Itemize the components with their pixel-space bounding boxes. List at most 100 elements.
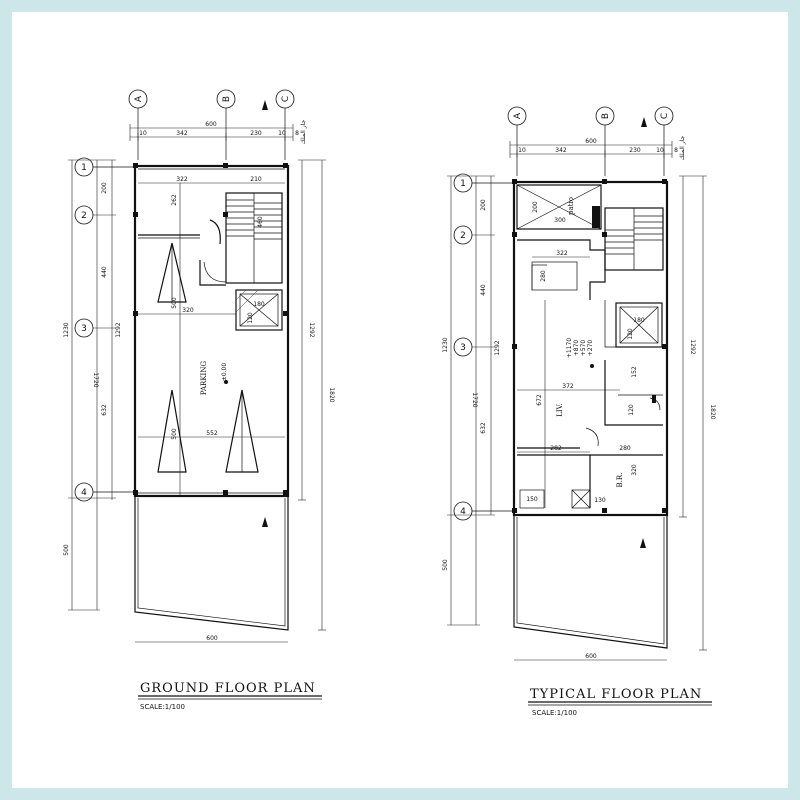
typical-left-dim: 200 <box>480 199 487 211</box>
ground-parking-car-2 <box>157 389 187 473</box>
ground-left-dim: 1720 <box>92 372 99 387</box>
ground-north-arrow-icon <box>262 100 268 110</box>
typical-levels: +1170 +870 +570 +270 <box>566 338 594 368</box>
ground-front-setback: 600 <box>134 496 289 643</box>
typical-room-dim: 280 <box>540 270 547 282</box>
typical-level-marker-icon <box>590 364 594 368</box>
typical-grid-row-2-label: 2 <box>460 231 466 241</box>
ground-stair: 460 <box>138 192 283 286</box>
typical-left-dim: 1292 <box>494 340 501 355</box>
typical-north-arrow-icon <box>641 117 647 127</box>
ground-right-dim: 1820 <box>328 387 335 402</box>
ground-grid-col-a-label: A <box>134 95 144 102</box>
typical-elevator: 180 120 <box>604 300 663 348</box>
typical-top-dim: 342 <box>555 147 567 154</box>
ground-building-outline: 322 210 262 500 500 552 320 <box>133 163 290 498</box>
ground-level-marker-icon <box>224 380 228 384</box>
ground-plan-scale: SCALE:1/100 <box>140 703 185 711</box>
typical-top-total: 600 <box>585 138 597 145</box>
ground-grid-row-3-label: 3 <box>81 324 87 334</box>
typical-room-dim: 322 <box>556 250 568 257</box>
typical-level-label: +1170 <box>566 338 573 358</box>
typical-neighbor-label: جار الملك <box>679 136 686 161</box>
typical-br-label: B.R. <box>616 473 624 488</box>
typical-room-dim: 152 <box>631 366 638 378</box>
ground-top-dim: 8 <box>295 130 299 137</box>
ground-left-dimensions: 200 440 1292 632 1720 1230 500 <box>63 159 135 611</box>
ground-left-dim: 440 <box>101 266 108 278</box>
typical-grid-row-3: 3 <box>453 337 473 357</box>
typical-right-dimensions: 1292 1820 <box>679 175 716 651</box>
typical-left-outer-dim: 1230 <box>442 337 449 352</box>
typical-bedroom: 282 280 B.R. 320 150 130 <box>517 445 663 509</box>
typical-room-dim: 120 <box>628 404 635 416</box>
ground-top-dim: 10 <box>278 130 286 137</box>
ground-room-dim: 500 <box>171 297 178 309</box>
typical-grid-row-4: 4 <box>453 501 473 521</box>
ground-grid-row-4-label: 4 <box>81 488 87 498</box>
ground-grid-col-c: C <box>275 89 295 160</box>
ground-grid-col-b-label: B <box>222 96 232 102</box>
typical-top-dim: 10 <box>656 147 664 154</box>
typical-grid-col-a-label: A <box>513 112 523 119</box>
ground-left-outer-dim: 1230 <box>63 322 70 337</box>
typical-grid-col-c: C <box>654 106 674 176</box>
ground-top-dim: 230 <box>250 130 262 137</box>
typical-room-dim: 200 <box>532 201 539 213</box>
typical-room-dim: 130 <box>594 497 606 504</box>
ground-parking-car-1 <box>157 242 187 303</box>
typical-patio: patio 200 300 <box>516 184 602 230</box>
ground-parking-label: PARKING <box>200 361 208 396</box>
ground-elevator-dim: 120 <box>247 312 254 324</box>
ground-right-dimensions: 1292 1820 <box>298 159 335 631</box>
typical-grid-row-1: 1 <box>453 173 473 193</box>
ground-top-dimensions: 600 10 342 230 10 8 جار الملك <box>129 120 307 144</box>
typical-room-dim: 280 <box>619 445 631 452</box>
typical-elevator-dim: 120 <box>627 328 634 340</box>
typical-room-dim: 300 <box>554 217 566 224</box>
ground-grid-row-1: 1 <box>74 157 94 177</box>
ground-left-dim: 1292 <box>115 322 122 337</box>
ground-top-dim: 10 <box>139 130 147 137</box>
typical-stair <box>604 207 664 271</box>
ground-right-dim: 1292 <box>308 322 315 337</box>
typical-grid-row-2: 2 <box>453 225 473 245</box>
ground-grid-col-c-label: C <box>281 96 291 102</box>
ground-floor-plan: A B C 600 10 342 230 10 8 <box>63 89 335 711</box>
typical-level-label: +870 <box>573 340 580 357</box>
ground-grid-col-b: B <box>216 89 236 160</box>
typical-section-arrow-icon <box>640 538 646 548</box>
typical-grid-col-a: A <box>507 106 527 176</box>
ground-inner-dim: 322 <box>176 176 188 183</box>
typical-top-dim: 10 <box>518 147 526 154</box>
ground-left-dim: 632 <box>101 404 108 416</box>
typical-grid-row-3-label: 3 <box>460 343 466 353</box>
ground-section-arrow-icon <box>262 517 268 527</box>
ground-grid-row-2-label: 2 <box>81 211 87 221</box>
ground-left-outer-dim: 500 <box>63 544 70 556</box>
typical-grid-col-b: B <box>595 106 615 176</box>
ground-left-dim: 200 <box>101 182 108 194</box>
typical-plan-title: TYPICAL FLOOR PLAN <box>530 687 702 702</box>
typical-liv-label: LIV. <box>556 403 564 416</box>
ground-stair-dim: 460 <box>257 216 264 228</box>
typical-level-label: +570 <box>580 340 587 357</box>
ground-plan-title: GROUND FLOOR PLAN <box>140 681 316 696</box>
typical-front-setback: 600 <box>513 515 668 661</box>
typical-right-dim: 1292 <box>689 339 696 354</box>
ground-level-label: ±0.00 <box>221 363 228 382</box>
ground-grid-row-2: 2 <box>74 205 94 225</box>
typical-left-outer-dim: 500 <box>442 559 449 571</box>
typical-left-dim: 1720 <box>471 392 478 407</box>
typical-room-dim: 672 <box>536 394 543 406</box>
typical-floor-plan: A B C 600 10 342 230 10 8 <box>442 106 716 717</box>
typical-grid-row-4-label: 4 <box>460 507 466 517</box>
typical-grid-col-c-label: C <box>660 113 670 119</box>
ground-elevator: 180 120 <box>235 289 283 331</box>
ground-top-dim: 342 <box>176 130 188 137</box>
typical-living: 372 672 LIV. <box>517 300 620 508</box>
ground-room-dim: 262 <box>171 194 178 206</box>
typical-left-dim: 440 <box>480 284 487 296</box>
ground-bottom-dim: 600 <box>206 635 218 642</box>
ground-inner-dim: 210 <box>250 176 262 183</box>
